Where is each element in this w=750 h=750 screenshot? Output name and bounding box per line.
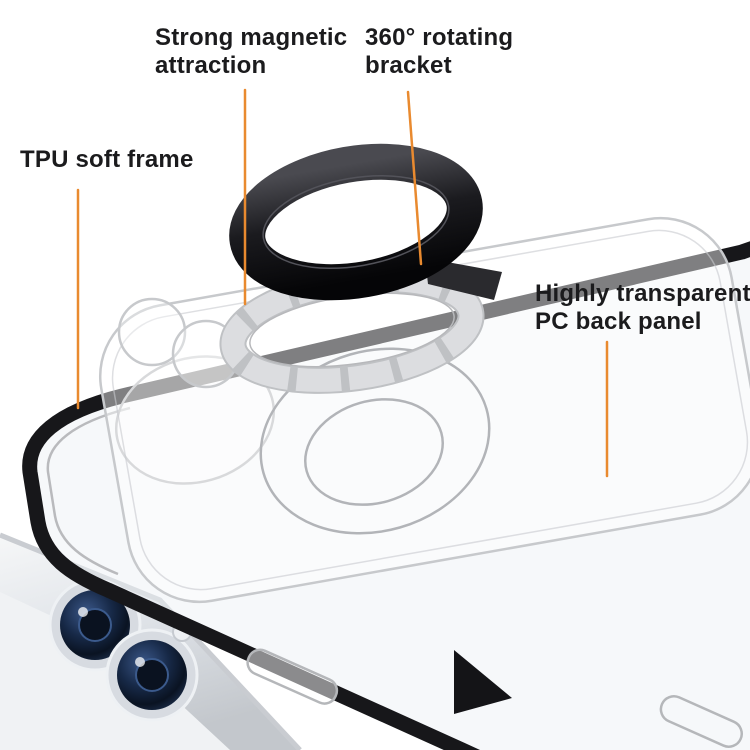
callout-text-line: 360° rotating: [365, 24, 514, 51]
case-camera-cutout: [114, 355, 276, 485]
case-port-cutout: [246, 648, 339, 705]
callout-text-line: attraction: [155, 51, 267, 79]
rotating-bracket-ring: [229, 143, 483, 301]
callout-text-line: bracket: [365, 51, 452, 79]
callout-strong-magnetic-attraction: Strong magnetic attraction: [155, 24, 347, 80]
callout-text-line: Strong magnetic: [155, 24, 348, 51]
callout-tpu-soft-frame: TPU soft frame: [20, 146, 194, 174]
case-corner-cutout: [659, 695, 743, 748]
leader-line-rotating-bracket: [406, 90, 423, 266]
callout-text-line: TPU soft frame: [20, 146, 194, 173]
camera-lens-2: [105, 628, 199, 722]
bracket-arm: [425, 258, 502, 300]
callout-360-rotating-bracket: 360° rotating bracket: [365, 24, 513, 80]
callout-text-line: PC back panel: [535, 307, 702, 335]
magsafe-circles: [259, 347, 491, 535]
callout-text-line: Highly transparent: [535, 280, 750, 307]
kickstand-triangle: [454, 650, 512, 714]
callout-highly-transparent-pc-back-panel: Highly transparent PC back panel: [535, 280, 750, 336]
